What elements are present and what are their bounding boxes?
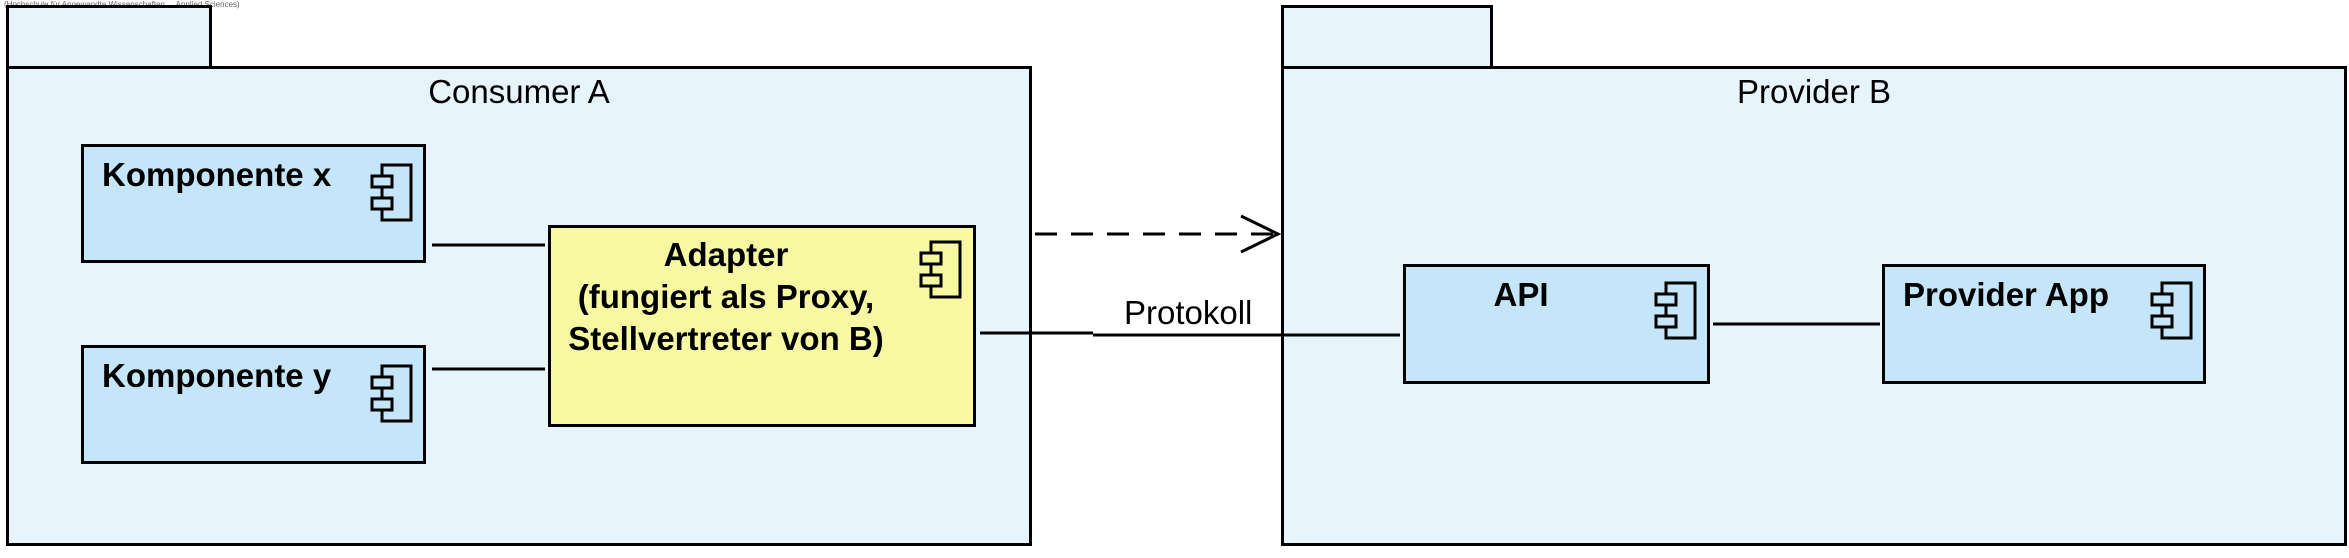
header-note: (Hochschule für Angewandte Wissenschafte…: [4, 0, 240, 9]
dependency-arrow-head: [1240, 214, 1282, 254]
component-komponente-y[interactable]: Komponente y: [81, 345, 426, 464]
component-komponente-x[interactable]: Komponente x: [81, 144, 426, 263]
uml-component-icon: [370, 163, 413, 222]
adapter-label-line-3: Stellvertreter von B): [568, 320, 884, 357]
component-label: Komponente x: [102, 156, 332, 193]
uml-component-icon: [2150, 281, 2193, 340]
package-tab-provider: [1281, 5, 1493, 69]
component-label: Provider App: [1903, 276, 2109, 313]
package-title-consumer: Consumer A: [428, 73, 610, 110]
uml-component-icon: [919, 240, 962, 299]
adapter-label-line-2: (fungiert als Proxy,: [577, 278, 875, 315]
component-provider-app[interactable]: Provider App: [1882, 264, 2206, 384]
component-label: Komponente y: [102, 357, 332, 394]
uml-component-icon: [370, 364, 413, 423]
adapter-label-line-1: Adapter: [663, 236, 789, 273]
component-api[interactable]: API: [1403, 264, 1710, 384]
component-adapter[interactable]: Adapter (fungiert als Proxy, Stellvertre…: [548, 225, 976, 427]
protocol-label: Protokoll: [1124, 294, 1253, 331]
uml-component-icon: [1654, 281, 1697, 340]
component-label: API: [1493, 276, 1549, 313]
package-title-provider: Provider B: [1736, 73, 1892, 110]
